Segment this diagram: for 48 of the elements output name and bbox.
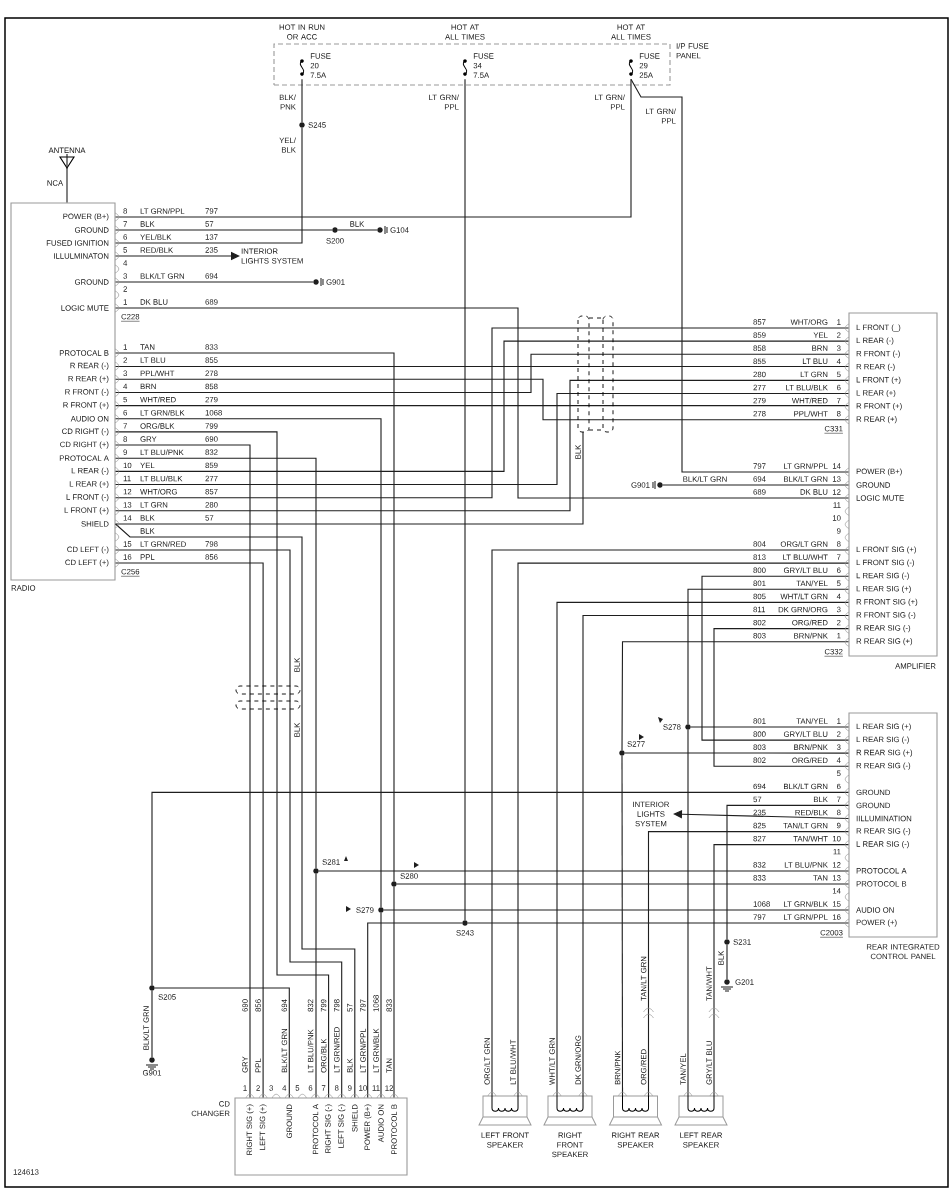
wire bbox=[66, 153, 68, 203]
wire-arrow bbox=[673, 810, 849, 820]
wire bbox=[647, 831, 849, 1097]
wire bbox=[115, 127, 303, 244]
wire bbox=[154, 987, 290, 1098]
wire bbox=[115, 78, 632, 218]
wire bbox=[713, 844, 849, 1097]
wire bbox=[115, 431, 330, 1098]
wire bbox=[115, 352, 395, 882]
wire bbox=[383, 909, 849, 911]
wire bbox=[621, 755, 624, 1097]
wire bbox=[115, 379, 849, 512]
wire bbox=[701, 575, 849, 741]
wire bbox=[726, 804, 849, 940]
wire bbox=[380, 912, 382, 1098]
wire bbox=[151, 990, 153, 1058]
wire bbox=[662, 484, 849, 486]
wire bbox=[115, 405, 849, 407]
wire bbox=[396, 883, 849, 885]
wire bbox=[687, 729, 689, 1097]
wire bbox=[115, 431, 584, 525]
wire bbox=[115, 444, 251, 1098]
wire bbox=[301, 78, 303, 123]
wire bbox=[624, 752, 849, 754]
wire bbox=[393, 886, 395, 1098]
wire bbox=[115, 418, 382, 908]
wire bbox=[467, 922, 849, 924]
wire bbox=[318, 870, 849, 872]
wire bbox=[464, 78, 466, 921]
wire bbox=[151, 791, 849, 986]
wire bbox=[687, 588, 849, 725]
wire bbox=[115, 392, 849, 486]
wire bbox=[115, 353, 849, 394]
wire bbox=[115, 281, 314, 283]
wire bbox=[115, 340, 849, 472]
wire bbox=[367, 922, 463, 1098]
wire bbox=[115, 378, 849, 421]
wire bbox=[115, 562, 264, 1098]
wire bbox=[115, 365, 849, 368]
wire bbox=[337, 229, 378, 231]
wire bbox=[315, 873, 317, 1098]
wire bbox=[630, 78, 849, 473]
wire bbox=[115, 229, 333, 231]
wire bbox=[621, 641, 849, 751]
wire bbox=[726, 944, 728, 980]
wire bbox=[713, 628, 849, 767]
wire bbox=[690, 726, 849, 728]
wire bbox=[115, 457, 317, 869]
